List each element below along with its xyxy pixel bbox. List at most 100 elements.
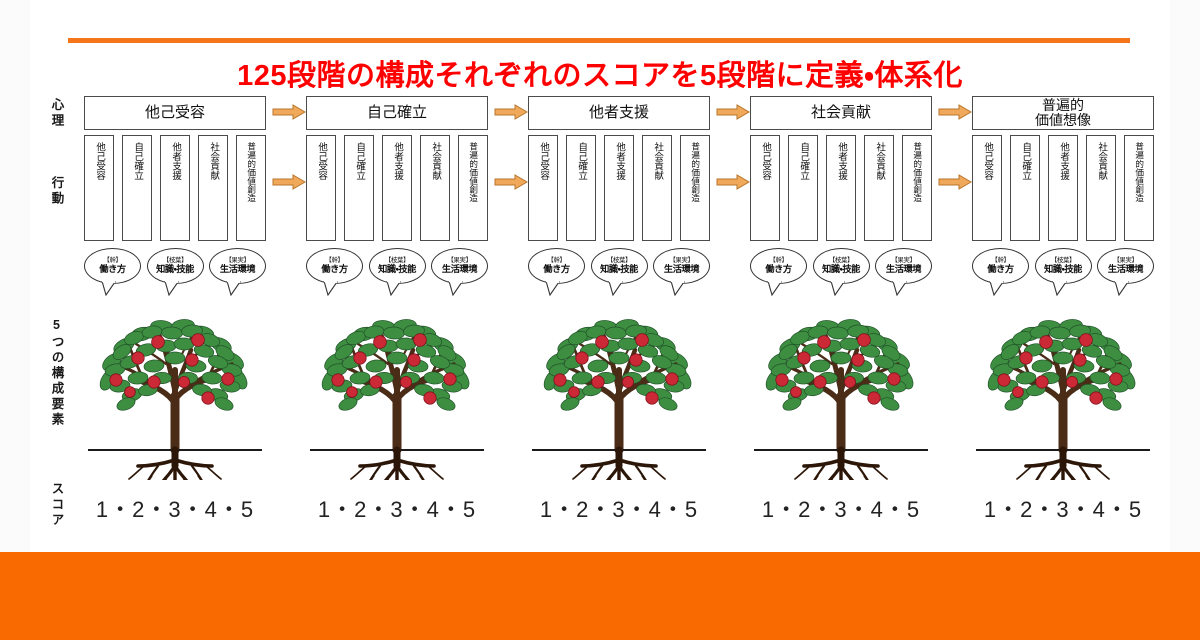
element-bubble-1-2[interactable]: 【枝葉】知識・技能 <box>146 248 204 296</box>
arrow-right-icon-behavior-3 <box>716 174 750 190</box>
behavior-box-label: 普遍的価値創造 <box>246 142 257 203</box>
element-bubble-label: 働き方 <box>99 264 126 275</box>
behavior-box-1-1[interactable]: 他己受容 <box>84 135 114 241</box>
behavior-box-3-2[interactable]: 自己確立 <box>566 135 596 241</box>
element-bubble-bracket: 【幹】 <box>991 256 1010 264</box>
element-bubble-label: 働き方 <box>987 264 1014 275</box>
element-bubble-row-3: 【幹】働き方 【枝葉】知識・技能 【果実】生活環境 <box>528 248 710 296</box>
element-bubble-3-2[interactable]: 【枝葉】知識・技能 <box>590 248 648 296</box>
score-scale-5: 1・2・3・4・5 <box>983 497 1143 522</box>
speech-tail-icon <box>448 281 464 296</box>
behavior-box-4-2[interactable]: 自己確立 <box>788 135 818 241</box>
behavior-box-3-3[interactable]: 他者支援 <box>604 135 634 241</box>
element-bubble-2-3[interactable]: 【果実】生活環境 <box>431 248 488 296</box>
element-bubble-5-3[interactable]: 【果実】生活環境 <box>1097 248 1154 296</box>
behavior-box-2-4[interactable]: 社会貢献 <box>420 135 450 241</box>
element-bubble-label: 働き方 <box>765 264 792 275</box>
speech-tail-icon <box>1051 281 1068 296</box>
behavior-box-5-1[interactable]: 他己受容 <box>972 135 1002 241</box>
behavior-box-4-4[interactable]: 社会貢献 <box>864 135 894 241</box>
behavior-box-label: 他己受容 <box>982 142 994 180</box>
element-bubble-4-3[interactable]: 【果実】生活環境 <box>875 248 932 296</box>
behavior-box-3-1[interactable]: 他己受容 <box>528 135 558 241</box>
stage-header-label-line1: 社会貢献 <box>810 104 871 122</box>
behavior-box-label: 社会貢献 <box>430 142 442 180</box>
speech-tail-icon <box>1114 281 1130 296</box>
element-bubble-1-3[interactable]: 【果実】生活環境 <box>209 248 266 296</box>
behavior-box-label: 社会貢献 <box>874 142 886 180</box>
stage-header-box-1[interactable]: 他己受容 <box>84 96 266 130</box>
behavior-box-label: 普遍的価値創造 <box>468 142 479 203</box>
behavior-box-2-1[interactable]: 他己受容 <box>306 135 336 241</box>
behavior-box-4-5[interactable]: 普遍的価値創造 <box>902 135 932 241</box>
element-bubble-row-5: 【幹】働き方 【枝葉】知識・技能 【果実】生活環境 <box>972 248 1154 296</box>
behavior-box-label: 自己確立 <box>576 142 588 180</box>
element-bubble-label: 知識・技能 <box>822 264 860 275</box>
stage-column-2: 自己確立他己受容自己確立他者支援社会貢献普遍的価値創造【幹】働き方 【枝葉】知識… <box>306 96 488 522</box>
speech-tail-icon <box>892 281 908 296</box>
behavior-box-5-4[interactable]: 社会貢献 <box>1086 135 1116 241</box>
axis-label-behavior: 行動 <box>49 176 64 207</box>
element-bubble-1-1[interactable]: 【幹】働き方 <box>84 248 141 296</box>
element-bubble-3-1[interactable]: 【幹】働き方 <box>528 248 585 296</box>
behavior-box-3-4[interactable]: 社会貢献 <box>642 135 672 241</box>
behavior-box-label: 自己確立 <box>798 142 810 180</box>
stage-header-box-5[interactable]: 普遍的価値想像 <box>972 96 1154 130</box>
element-bubble-2-1[interactable]: 【幹】働き方 <box>306 248 363 296</box>
behavior-box-label: 他己受容 <box>316 142 328 180</box>
arrow-right-icon-behavior-1 <box>272 174 306 190</box>
element-bubble-bracket: 【果実】 <box>1113 256 1138 264</box>
behavior-box-1-3[interactable]: 他者支援 <box>160 135 190 241</box>
behavior-box-row-1: 他己受容 自己確立他者支援社会貢献 普遍的価値創造 <box>84 135 266 241</box>
behavior-box-5-2[interactable]: 自己確立 <box>1010 135 1040 241</box>
score-scale-3: 1・2・3・4・5 <box>539 497 699 522</box>
element-bubble-5-1[interactable]: 【幹】働き方 <box>972 248 1029 296</box>
axis-label-score: スコア <box>49 482 64 529</box>
behavior-box-1-4[interactable]: 社会貢献 <box>198 135 228 241</box>
bottom-orange-band <box>0 552 1200 640</box>
behavior-box-5-3[interactable]: 他者支援 <box>1048 135 1078 241</box>
behavior-box-2-3[interactable]: 他者支援 <box>382 135 412 241</box>
element-bubble-2-2[interactable]: 【枝葉】知識・技能 <box>368 248 426 296</box>
behavior-box-2-2[interactable]: 自己確立 <box>344 135 374 241</box>
stage-column-1: 他己受容他己受容自己確立他者支援社会貢献普遍的価値創造【幹】働き方 【枝葉】知識… <box>84 96 266 522</box>
element-bubble-3-3[interactable]: 【果実】生活環境 <box>653 248 710 296</box>
axis-label-psychology: 心理 <box>49 98 64 129</box>
element-bubble-4-2[interactable]: 【枝葉】知識・技能 <box>812 248 870 296</box>
behavior-box-label: 他者支援 <box>614 142 626 180</box>
element-bubble-bracket: 【枝葉】 <box>606 256 632 264</box>
element-bubble-bracket: 【枝葉】 <box>162 256 188 264</box>
stage-header-label-line1: 他者支援 <box>588 104 649 122</box>
element-bubble-row-2: 【幹】働き方 【枝葉】知識・技能 【果実】生活環境 <box>306 248 488 296</box>
behavior-box-label: 他己受容 <box>94 142 106 180</box>
element-bubble-4-1[interactable]: 【幹】働き方 <box>750 248 807 296</box>
element-bubble-bracket: 【幹】 <box>103 256 122 264</box>
orange-divider-rule <box>68 38 1130 43</box>
element-bubble-label: 生活環境 <box>1107 264 1144 275</box>
right-margin <box>1170 0 1200 552</box>
element-bubble-row-1: 【幹】働き方 【枝葉】知識・技能 【果実】生活環境 <box>84 248 266 296</box>
arrow-right-icon-header-1 <box>272 104 306 120</box>
stage-column-3: 他者支援他己受容自己確立他者支援社会貢献普遍的価値創造【幹】働き方 【枝葉】知識… <box>528 96 710 522</box>
behavior-box-1-2[interactable]: 自己確立 <box>122 135 152 241</box>
behavior-box-label: 他者支援 <box>836 142 848 180</box>
behavior-box-2-5[interactable]: 普遍的価値創造 <box>458 135 488 241</box>
behavior-box-label: 普遍的価値創造 <box>690 142 701 203</box>
behavior-box-5-5[interactable]: 普遍的価値創造 <box>1124 135 1154 241</box>
behavior-box-row-3: 他己受容 自己確立 他者支援 社会貢献 普遍的価値創造 <box>528 135 710 241</box>
score-scale-2: 1・2・3・4・5 <box>317 497 477 522</box>
behavior-box-4-1[interactable]: 他己受容 <box>750 135 780 241</box>
apple-tree-icon-2 <box>304 300 490 480</box>
arrow-right-icon-header-3 <box>716 104 750 120</box>
behavior-box-1-5[interactable]: 普遍的価値創造 <box>236 135 266 241</box>
stage-header-label-line2: 価値想像 <box>1035 112 1091 128</box>
apple-tree-icon-4 <box>748 300 934 480</box>
behavior-box-3-5[interactable]: 普遍的価値創造 <box>680 135 710 241</box>
stage-header-box-4[interactable]: 社会貢献 <box>750 96 932 130</box>
element-bubble-5-2[interactable]: 【枝葉】知識・技能 <box>1034 248 1092 296</box>
stage-header-box-3[interactable]: 他者支援 <box>528 96 710 130</box>
stage-header-box-2[interactable]: 自己確立 <box>306 96 488 130</box>
behavior-box-4-3[interactable]: 他者支援 <box>826 135 856 241</box>
speech-tail-icon <box>670 281 686 296</box>
